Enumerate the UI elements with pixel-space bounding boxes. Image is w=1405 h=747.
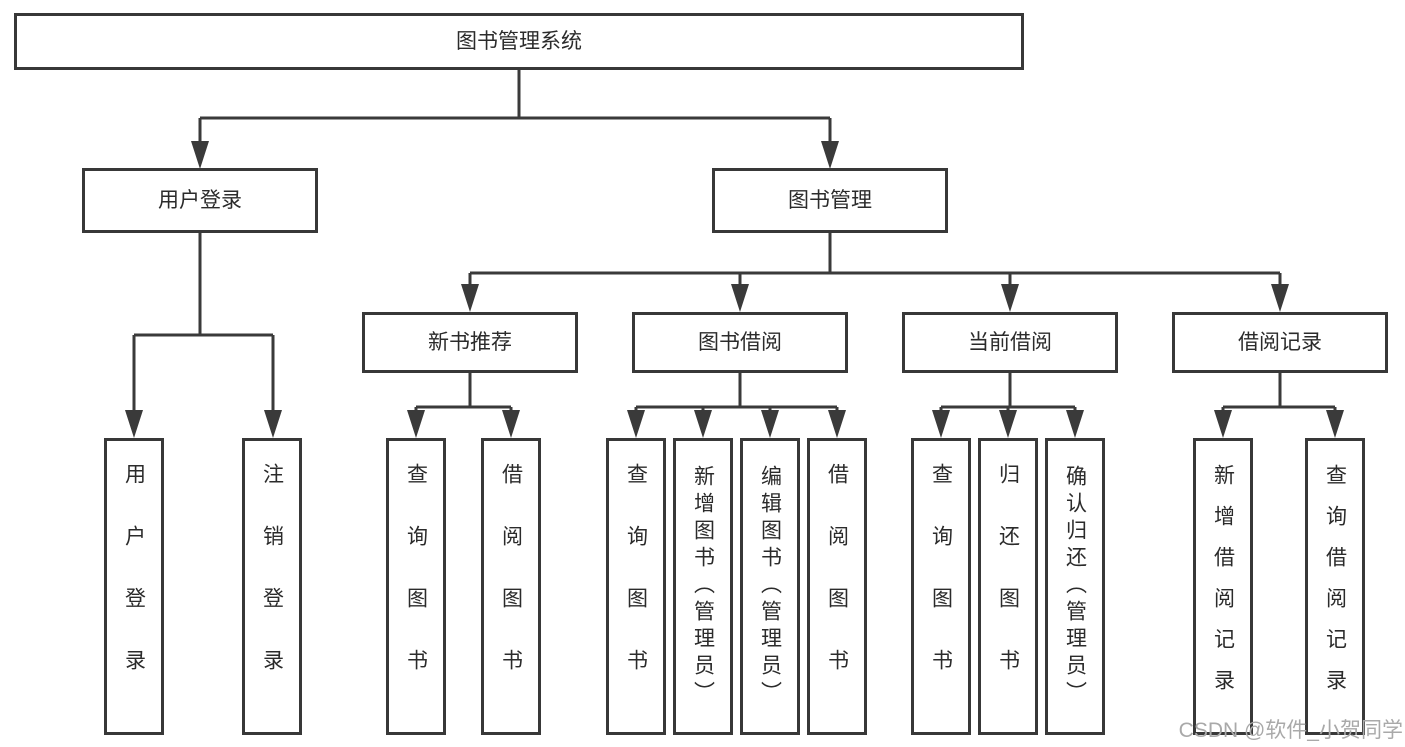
arrowheads-login-leaves — [125, 410, 282, 438]
node-label: 用户登录 — [122, 462, 146, 711]
csdn-watermark: CSDN @软件_小贺同学 — [1178, 719, 1403, 742]
node-root-system: 图书管理系统 — [14, 13, 1024, 70]
leaf-user-login: 用户登录 — [104, 438, 164, 735]
node-book-borrow: 图书借阅 — [632, 312, 848, 373]
node-new-book-recommend: 新书推荐 — [362, 312, 578, 373]
leaf-return-books: 归还图书 — [978, 438, 1038, 735]
node-label: 编辑图书（管理员） — [758, 465, 782, 708]
node-label: 图书管理 — [788, 189, 872, 212]
node-book-management: 图书管理 — [712, 168, 948, 233]
leaf-query-books-2: 查询图书 — [606, 438, 666, 735]
node-label: 借阅图书 — [499, 462, 523, 711]
node-label: 查询图书 — [624, 462, 648, 711]
leaf-query-books: 查询图书 — [386, 438, 446, 735]
node-label: 借阅记录 — [1238, 331, 1322, 354]
arrowheads-leaf-row — [407, 410, 1344, 438]
arrowheads-management-modules — [461, 284, 1289, 312]
leaf-confirm-return-admin: 确认归还（管理员） — [1045, 438, 1105, 735]
node-label: 查询图书 — [404, 462, 428, 711]
node-label: 图书管理系统 — [456, 30, 582, 53]
node-label: 注销登录 — [260, 462, 284, 711]
arrowheads-root-branches — [191, 141, 839, 169]
leaf-query-borrow-record: 查询借阅记录 — [1305, 438, 1365, 735]
leaf-borrow-books-2: 借阅图书 — [807, 438, 867, 735]
node-label: 当前借阅 — [968, 331, 1052, 354]
node-label: 新书推荐 — [428, 331, 512, 354]
connector-record-leaves — [1221, 373, 1337, 412]
connector-current-leaves — [939, 373, 1077, 412]
leaf-edit-books-admin: 编辑图书（管理员） — [740, 438, 800, 735]
connector-login-leaves — [132, 233, 275, 412]
leaf-borrow-books: 借阅图书 — [481, 438, 541, 735]
connector-root-branches — [198, 70, 832, 142]
leaf-add-books-admin: 新增图书（管理员） — [673, 438, 733, 735]
node-label: 图书借阅 — [698, 331, 782, 354]
node-label: 查询借阅记录 — [1323, 463, 1347, 710]
leaf-query-books-3: 查询图书 — [911, 438, 971, 735]
node-user-login: 用户登录 — [82, 168, 318, 233]
node-label: 查询图书 — [929, 462, 953, 711]
node-label: 借阅图书 — [825, 462, 849, 711]
connector-borrow-leaves — [634, 373, 839, 412]
node-label: 归还图书 — [996, 462, 1020, 711]
connector-newbook-leaves — [414, 373, 513, 412]
node-label: 新增借阅记录 — [1211, 463, 1235, 710]
node-current-borrow: 当前借阅 — [902, 312, 1118, 373]
connector-management-modules — [468, 233, 1282, 286]
node-label: 新增图书（管理员） — [691, 465, 715, 708]
node-label: 用户登录 — [158, 189, 242, 212]
leaf-logout: 注销登录 — [242, 438, 302, 735]
node-label: 确认归还（管理员） — [1063, 465, 1087, 708]
leaf-add-borrow-record: 新增借阅记录 — [1193, 438, 1253, 735]
node-borrow-record: 借阅记录 — [1172, 312, 1388, 373]
